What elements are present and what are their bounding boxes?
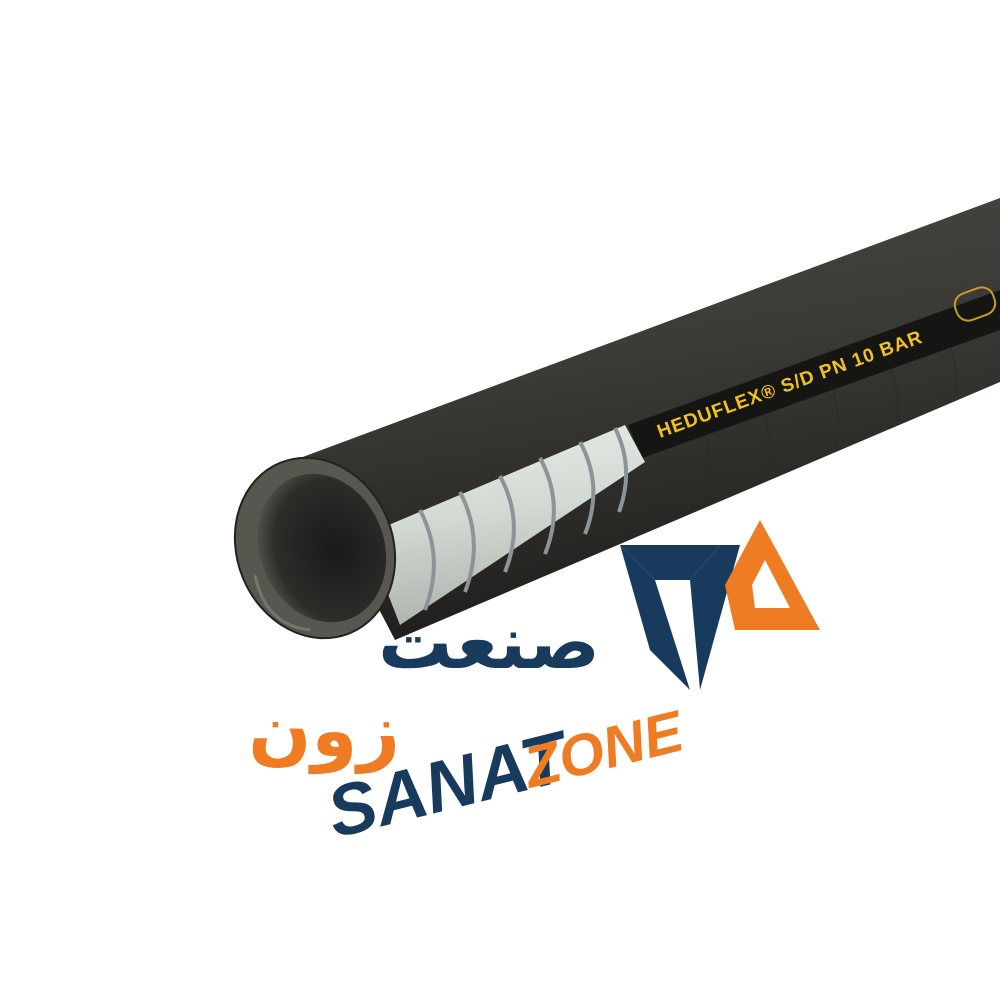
- hose-steel-helix: [418, 427, 629, 611]
- logo-mark: [620, 520, 820, 690]
- logo-arabic-top: صنعت: [378, 600, 600, 686]
- logo-arabic-bottom: زون: [248, 688, 400, 775]
- hose-end-bore: [257, 473, 387, 623]
- logo-latin-zone: ZONE: [515, 698, 691, 801]
